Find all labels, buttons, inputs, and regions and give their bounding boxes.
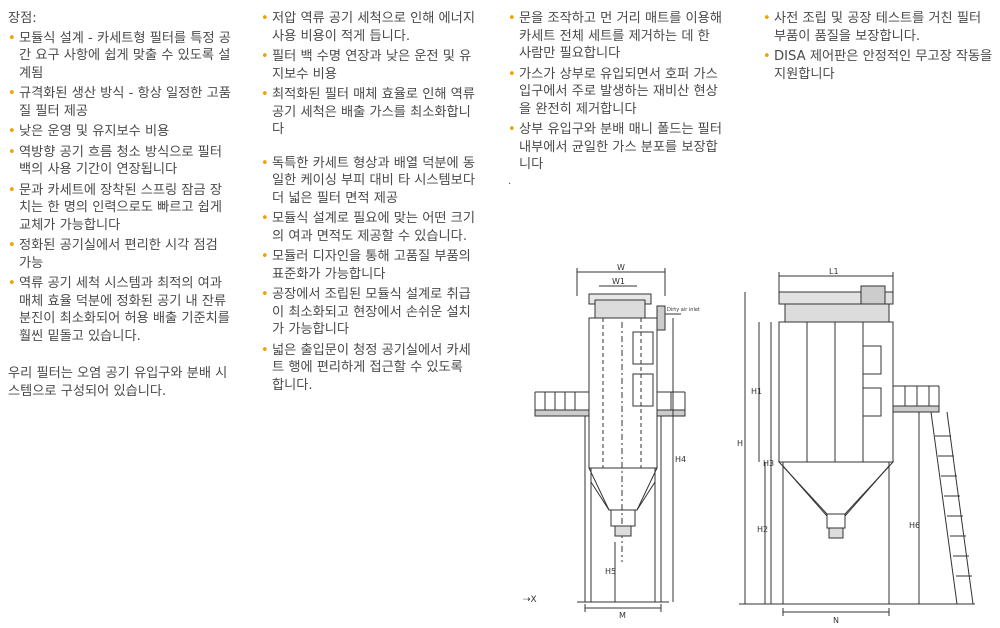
dim-label-h3: H3 <box>763 459 774 468</box>
bullet-icon: • <box>8 86 16 101</box>
list-item: •필터 백 수명 연장과 낮은 운전 및 유지보수 비용 <box>261 49 472 82</box>
advantages-column-3: •문을 조작하고 먼 거리 매트를 이용해 카세트 전체 세트를 제거하는 데 … <box>508 10 722 187</box>
filter-front-view-drawing: W W1 Dirty air inlet H4 H5 M ⇢X <box>523 263 700 620</box>
bullet-icon: • <box>8 276 16 291</box>
list-item: •넓은 출입문이 청정 공기실에서 카세트 행에 편리하게 접근할 수 있도록 … <box>261 342 471 393</box>
bullet-icon: • <box>8 144 16 160</box>
list-item: •독특한 카세트 형상과 배열 덕분에 동일한 케이싱 부피 대비 타 시스템보… <box>261 155 475 206</box>
list-item: •문을 조작하고 먼 거리 매트를 이용해 카세트 전체 세트를 제거하는 데 … <box>508 11 722 61</box>
filter-composition-text: 우리 필터는 오염 공기 유입구와 분배 시스템으로 구성되어 있습니다. <box>8 366 228 399</box>
bullet-icon: • <box>261 249 269 264</box>
advantages-list-1: •모듈식 설계 - 카세트형 필터를 특정 공간 요구 사항에 쉽게 맞출 수 … <box>8 30 234 346</box>
bullet-icon: • <box>261 49 269 64</box>
list-item: •역류 공기 세척 시스템과 최적의 여과 매체 효율 덕분에 정화된 공기 내… <box>8 276 230 344</box>
dim-label-m: M <box>619 611 626 620</box>
list-item: •규격화된 생산 방식 - 항상 일정한 고품질 필터 제공 <box>8 86 231 119</box>
view-arrow-label: ⇢X <box>523 595 537 605</box>
list-item: •사전 조립 및 공장 테스트를 거친 필터 부품이 품질을 보장합니다. <box>763 11 982 44</box>
dim-label-n: N <box>833 616 839 625</box>
list-item: •DISA 제어판은 안정적인 무고장 작동을 지원합니다 <box>763 49 993 82</box>
bullet-icon: • <box>261 287 269 302</box>
dirty-air-inlet-label: Dirty air inlet <box>667 307 700 313</box>
bullet-icon: • <box>8 30 16 46</box>
bullet-icon: • <box>261 342 269 358</box>
bullet-icon: • <box>261 211 269 226</box>
list-item: •가스가 상부로 유입되면서 호퍼 가스 입구에서 주로 발생하는 재비산 현상… <box>508 66 718 117</box>
bullet-icon: • <box>261 11 269 26</box>
list-item: •역방향 공기 흐름 청소 방식으로 필터 백의 사용 기간이 연장됩니다 <box>8 144 222 178</box>
bullet-icon: • <box>8 182 16 198</box>
dim-label-h2: H2 <box>757 525 768 534</box>
list-item: •공장에서 조립된 모듈식 설계로 취급이 최소화되고 현장에서 손쉬운 설치가… <box>261 287 471 337</box>
advantages-column-2: •저압 역류 공기 세척으로 인해 에너지 사용 비용이 적게 듭니다. •필터… <box>261 10 475 397</box>
bullet-icon: • <box>508 66 516 82</box>
dim-label-w: W <box>617 263 625 272</box>
advantages-column-4: •사전 조립 및 공장 테스트를 거친 필터 부품이 품질을 보장합니다. •D… <box>763 10 993 86</box>
bullet-icon: • <box>508 122 516 137</box>
list-item: •상부 유입구와 분배 매니 폴드는 필터 내부에서 균일한 가스 분포를 보장… <box>508 122 722 172</box>
advantages-list-3: •문을 조작하고 먼 거리 매트를 이용해 카세트 전체 세트를 제거하는 데 … <box>508 10 722 174</box>
list-item: •모듈러 디자인을 통해 고품질 부품의 표준화가 가능합니다 <box>261 249 471 282</box>
advantages-list-4: •사전 조립 및 공장 테스트를 거친 필터 부품이 품질을 보장합니다. •D… <box>763 10 993 83</box>
list-item: •정화된 공기실에서 편리한 시각 점검 가능 <box>8 238 218 271</box>
bullet-icon: • <box>763 11 771 26</box>
bullet-icon: • <box>508 11 516 26</box>
list-item: •모듈식 설계로 필요에 맞는 어떤 크기의 여과 면적도 제공할 수 있습니다… <box>261 211 475 244</box>
bullet-icon: • <box>8 124 16 139</box>
dim-label-h6: H6 <box>909 521 920 530</box>
filter-side-view-drawing: L1 H H1 H2 H3 H6 N <box>737 267 975 625</box>
advantages-list-2: •저압 역류 공기 세척으로 인해 에너지 사용 비용이 적게 듭니다. •필터… <box>261 10 475 394</box>
trailing-dot: . <box>508 175 512 187</box>
dim-label-h: H <box>737 439 743 448</box>
dim-label-h1: H1 <box>751 387 762 396</box>
dim-label-l1: L1 <box>829 267 839 276</box>
list-item: •최적화된 필터 매체 효율로 인해 역류 공기 세척은 배출 가스를 최소화합… <box>261 87 475 137</box>
dim-label-w1: W1 <box>612 277 625 286</box>
list-item: •문과 카세트에 장착된 스프링 잠금 장치는 한 명의 인력으로도 빠르고 쉽… <box>8 182 222 233</box>
dim-label-h5: H5 <box>605 567 616 576</box>
bullet-icon: • <box>261 155 269 171</box>
bullet-icon: • <box>763 49 771 64</box>
dim-label-h4: H4 <box>675 455 686 464</box>
bullet-icon: • <box>261 87 269 102</box>
list-item: •낮은 운영 및 유지보수 비용 <box>8 124 170 139</box>
advantages-heading: 장점: <box>8 11 37 26</box>
list-item: •모듈식 설계 - 카세트형 필터를 특정 공간 요구 사항에 쉽게 맞출 수 … <box>8 30 231 81</box>
bullet-icon: • <box>8 238 16 253</box>
advantages-column-1: 장점: •모듈식 설계 - 카세트형 필터를 특정 공간 요구 사항에 쉽게 맞… <box>8 10 234 400</box>
list-item: •저압 역류 공기 세척으로 인해 에너지 사용 비용이 적게 듭니다. <box>261 11 475 44</box>
